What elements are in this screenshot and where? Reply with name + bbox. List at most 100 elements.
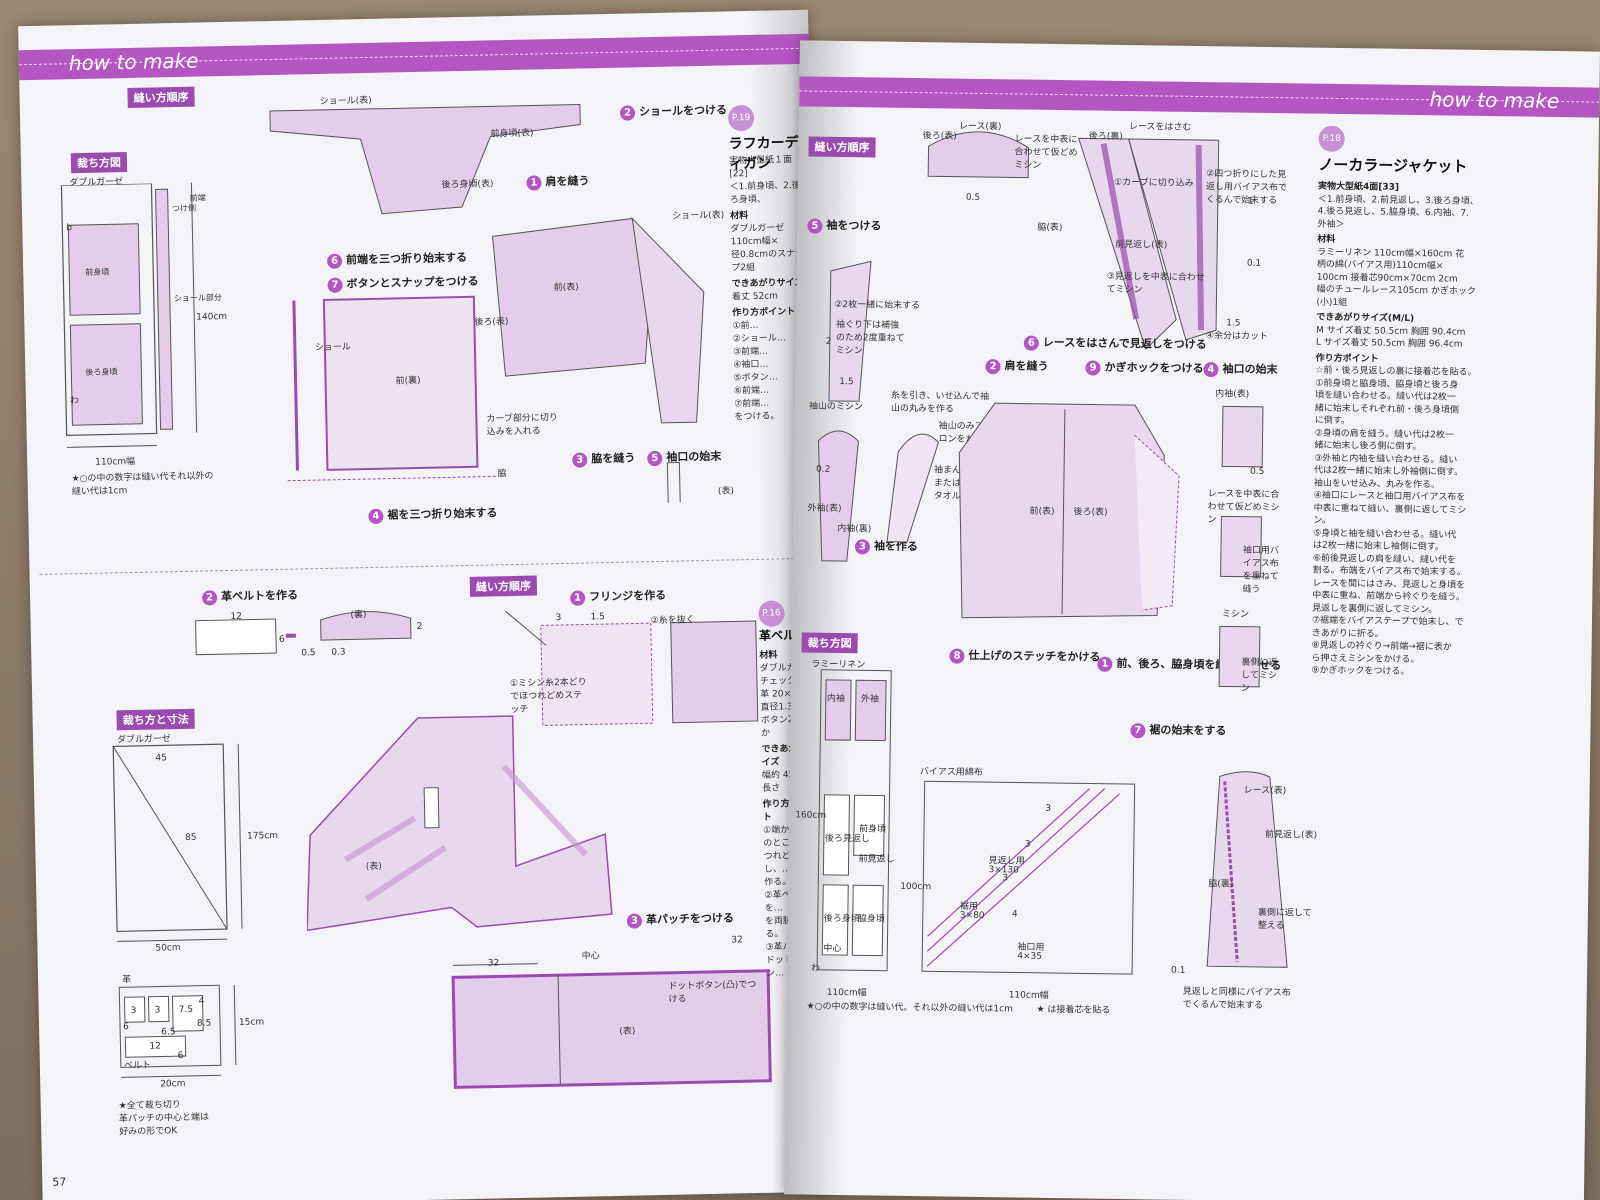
lc-3a: 3 — [130, 1006, 137, 1017]
dlr-back-front: 後ろ(表) — [922, 131, 957, 142]
header-band-right: how to make — [799, 76, 1600, 118]
dl-pull-thread: ②糸を抜く — [650, 615, 695, 627]
bl-3a: 3 — [1045, 803, 1052, 814]
sleeve-diagrams — [817, 260, 940, 562]
dl-shawl: ショール — [314, 342, 352, 354]
cut-diagram-top — [60, 182, 198, 448]
dl-stole-front: (表) — [365, 861, 382, 873]
dlr-lace-baste: レースを中表に合わせて仮どめミシン — [1014, 134, 1078, 171]
page-number-left: 57 — [52, 1175, 67, 1189]
dlr-back-back: 後ろ(裏) — [1088, 131, 1123, 142]
part-fold: わ — [69, 396, 80, 407]
dlr-two-together: ②2枚一緒に始末する — [834, 299, 921, 312]
fringe-diagram — [505, 610, 759, 726]
dim-15cm: 15cm — [238, 1017, 265, 1028]
stole-cut-diagram — [112, 743, 243, 942]
dim-32b: 32 — [731, 935, 743, 946]
dim-03: 0.3 — [331, 647, 346, 658]
part-front-edge: 前端 — [189, 193, 206, 203]
header-band-left: how to make — [18, 33, 810, 81]
dlr-lace-insert: レースをはさむ — [1128, 122, 1192, 133]
header-text-left: how to make — [68, 48, 199, 76]
cl-110: 110cm幅 — [826, 987, 867, 999]
patch-diagram — [451, 963, 772, 1089]
cl-side: 脇身頃 — [857, 914, 885, 925]
dim-50: 50cm — [155, 943, 181, 954]
dl-shawl-front-2: ショール(表) — [672, 210, 725, 222]
item-body-p18: 実物大型紙4面[33]＜1.前身頃、2.前見返し、3.後ろ身頃、4.後ろ見返し、… — [1311, 181, 1479, 677]
lc-75: 7.5 — [178, 1004, 194, 1016]
part-b: b — [66, 223, 73, 234]
part-back: 後ろ身頃 — [85, 367, 118, 377]
dl-right-side: (表) — [717, 486, 735, 497]
dl-back-body: 後ろ身頃(表) — [441, 179, 494, 191]
order-title-right: 縫い方順序 — [808, 136, 876, 158]
rdim-15: 1.5 — [1226, 318, 1241, 329]
note-right-2: ★ は接着芯を貼る — [1036, 1004, 1111, 1016]
rdim-2: 2 — [825, 336, 832, 347]
lc-6: 6 — [122, 1022, 129, 1033]
note-top: ★○の中の数字は縫い代それ以外の縫い代は1cm — [71, 471, 214, 498]
dlr-front-facing: 前見返し(表) — [1115, 239, 1168, 251]
cardigan-diagrams — [269, 104, 705, 512]
part-front: 前身頃 — [85, 267, 110, 277]
dlr-reinforce: 袖ぐり下は補強のため2度重ねてミシン — [835, 319, 905, 357]
cl-outer: 外袖 — [860, 694, 879, 705]
cut-title-top: 裁ち方図 — [70, 152, 128, 174]
rdim-01b: 0.1 — [1171, 965, 1186, 976]
dim-3: 3 — [555, 613, 562, 624]
lc-4: 4 — [198, 996, 205, 1007]
dlr-curve-cut: ①カーブに切り込み — [1114, 177, 1194, 189]
lc-65: 6.5 — [161, 1027, 176, 1038]
cuff-diagrams — [1218, 405, 1264, 688]
bl-4: 4 — [1011, 909, 1018, 920]
order-title-bottom: 縫い方順序 — [469, 575, 538, 597]
facing-diagrams — [927, 131, 1220, 351]
cl-front-facing: 前見返し — [858, 854, 895, 865]
rdim-05: 0.5 — [965, 192, 981, 203]
dlr-inner-sleeve: 内袖(裏) — [837, 523, 872, 535]
dlr-sleeve-cap: 袖山のミシン — [808, 401, 864, 413]
rdim-01: 0.1 — [1246, 258, 1262, 269]
jacket-cut-diagram — [816, 669, 892, 972]
note-bottom: ★全て裁ち切り革パッチの中心と端は好みの形でOK — [118, 1100, 210, 1138]
right-page: how to make 縫い方順序 後ろ(表) レース(裏) レースを中表に合わ… — [783, 40, 1600, 1200]
cl-160: 160cm — [795, 810, 827, 821]
dlr-bias-wrap-hem: 見返しと同様にバイアス布でくるんで始末する — [1182, 986, 1291, 1011]
cl-inner: 内袖 — [826, 693, 845, 705]
dl-shawl-front: ショール(表) — [319, 95, 372, 107]
dlr-front-facing-2: 前見返し(表) — [1264, 829, 1318, 841]
dlr-bias-cuff: 袖口用バイアス布を重ねて縫う — [1242, 545, 1280, 595]
leather-cut-diagram — [118, 984, 237, 1078]
left-page: how to make 縫い方順序 裁ち方図 ダブルガーゼ 前身頃 後ろ身頃 つ… — [18, 9, 833, 1200]
bl-110: 110cm幅 — [1008, 990, 1049, 1001]
dlr-side-front: 脇(表) — [1037, 222, 1063, 234]
dl-curve-cut: カーブ部分に切り込みを入れる — [486, 413, 558, 438]
rdim-1: 1 — [1247, 196, 1254, 207]
dl-front-out: 前(表) — [553, 282, 579, 294]
dl-back-out: 後ろ(表) — [474, 317, 509, 328]
jacket-diagram — [958, 402, 1180, 619]
dim-175: 175cm — [247, 831, 279, 842]
rdim-05b: 0.5 — [1249, 466, 1265, 477]
dlr-lace-cuff: レースを中表に合わせて仮どめミシン — [1207, 489, 1280, 526]
part-shawl: ショール部分 — [173, 293, 222, 304]
bl-100: 100cm — [900, 881, 932, 893]
dl-center: 中心 — [581, 951, 600, 962]
dim-2: 2 — [416, 621, 423, 633]
bl-3b: 3 — [1024, 839, 1031, 850]
section-divider-left — [39, 557, 810, 575]
dlr-facing-sew: ③見返しを中表に合わせてミシン — [1106, 271, 1205, 296]
lc-12: 12 — [149, 1041, 162, 1052]
dim-05: 0.5 — [301, 648, 316, 659]
bl-cuff-size: 4×35 — [1017, 951, 1043, 962]
